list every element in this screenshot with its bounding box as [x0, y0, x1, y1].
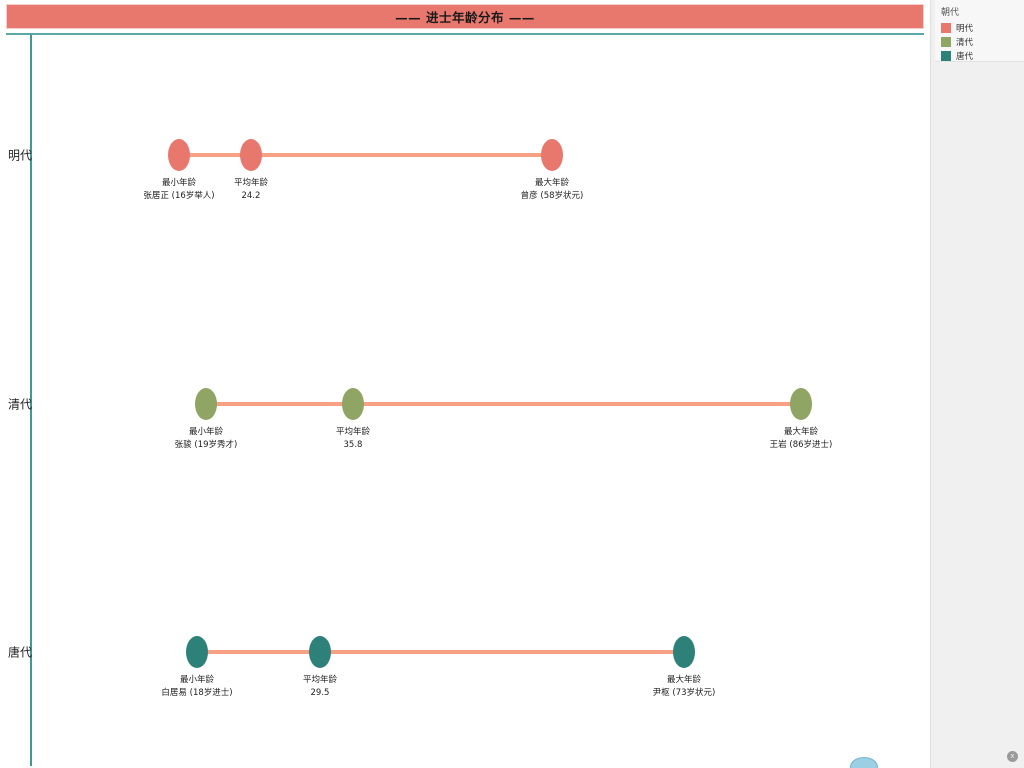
data-point-label-role: 最小年龄	[161, 178, 196, 188]
data-point-marker[interactable]	[342, 388, 364, 420]
y-axis-tick-label: 明代	[8, 148, 33, 163]
data-point-label-role: 平均年龄	[302, 675, 338, 685]
data-point-label-value: 张骏 (19岁秀才)	[174, 440, 238, 451]
legend-card: 朝代 明代清代唐代	[935, 0, 1024, 62]
data-point-label: 平均年龄 29.5	[303, 674, 337, 700]
legend-swatch-icon	[941, 37, 951, 47]
data-point-label: 最大年龄王岩 (86岁进士)	[770, 426, 833, 452]
axis-top-rule-segment	[6, 33, 32, 35]
data-point-label-value: 白居易 (18岁进士)	[161, 688, 233, 699]
y-axis-tick-label: 唐代	[8, 645, 33, 660]
data-point-label: 最小年龄张居正 (16岁举人)	[143, 177, 214, 203]
data-point-label-role: 平均年龄	[335, 427, 371, 437]
legend-swatch-icon	[941, 23, 951, 33]
legend-item[interactable]: 清代	[941, 36, 1019, 48]
data-point-marker[interactable]	[790, 388, 812, 420]
legend-swatch-icon	[941, 51, 951, 61]
data-point-marker[interactable]	[195, 388, 217, 420]
data-point-label-value: 张居正 (16岁举人)	[143, 191, 215, 202]
data-point-marker[interactable]	[673, 636, 695, 668]
range-connector-line	[197, 650, 684, 654]
data-point-marker[interactable]	[186, 636, 208, 668]
data-point-label-value: 24.2	[241, 191, 261, 202]
legend-item[interactable]: 明代	[941, 22, 1019, 34]
data-point-marker[interactable]	[541, 139, 563, 171]
data-point-label-value: 尹枢 (73岁状元)	[652, 688, 716, 699]
legend-title: 朝代	[941, 8, 960, 18]
data-point-label-role: 最小年龄	[188, 427, 223, 437]
data-point-marker[interactable]	[168, 139, 190, 171]
data-point-label: 最大年龄尹枢 (73岁状元)	[653, 674, 716, 700]
data-point-marker[interactable]	[309, 636, 331, 668]
plot-frame	[30, 33, 924, 766]
y-axis-tick-label: 清代	[8, 397, 33, 412]
range-connector-line	[179, 153, 552, 157]
data-point-label-role: 最小年龄	[179, 675, 214, 685]
data-point-label: 最大年龄曾彦 (58岁状元)	[521, 177, 584, 203]
data-point-label-value: 35.8	[343, 440, 363, 451]
legend-item-label: 明代	[956, 24, 974, 34]
data-point-label-role: 最大年龄	[534, 178, 569, 188]
data-point-marker[interactable]	[240, 139, 262, 171]
close-icon[interactable]: x	[1007, 751, 1018, 762]
legend-item[interactable]: 唐代	[941, 50, 1019, 62]
legend-item-label: 唐代	[956, 52, 974, 62]
data-point-label-role: 平均年龄	[233, 178, 269, 188]
data-point-label-value: 曾彦 (58岁状元)	[520, 191, 584, 202]
data-point-label: 平均年龄 24.2	[234, 177, 268, 203]
range-connector-line	[206, 402, 801, 406]
data-point-label-role: 最大年龄	[783, 427, 818, 437]
data-point-label-role: 最大年龄	[666, 675, 701, 685]
legend-item-label: 清代	[956, 38, 974, 48]
data-point-label: 最小年龄白居易 (18岁进士)	[161, 674, 232, 700]
data-point-label: 最小年龄张骏 (19岁秀才)	[175, 426, 238, 452]
legend-items: 明代清代唐代	[941, 22, 1019, 62]
data-point-label-value: 29.5	[310, 688, 330, 699]
legend-panel: 朝代 明代清代唐代 x	[930, 0, 1024, 768]
data-point-label: 平均年龄 35.8	[336, 426, 370, 452]
data-point-label-value: 王岩 (86岁进士)	[769, 440, 833, 451]
page-title: —— 进士年龄分布 ——	[395, 10, 535, 25]
chart-title-banner: —— 进士年龄分布 ——	[6, 4, 924, 29]
